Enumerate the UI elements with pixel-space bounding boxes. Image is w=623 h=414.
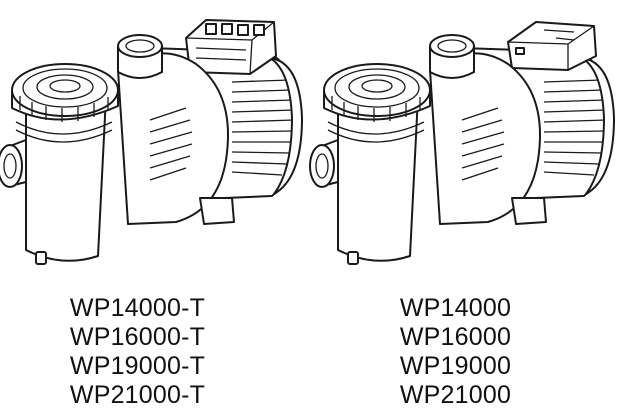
- motor-fins: [231, 79, 295, 176]
- drain-plug: [347, 251, 359, 265]
- model-label: WP14000: [399, 294, 512, 322]
- outlet-port: [429, 34, 475, 79]
- pump-with-timer-icon: [0, 19, 303, 265]
- inlet-port: [0, 139, 27, 188]
- motor-fins: [543, 79, 607, 176]
- model-list: WP14000 WP16000 WP19000 WP21000: [300, 294, 611, 410]
- drain-plug: [35, 251, 47, 265]
- model-list: WP14000-T WP16000-T WP19000-T WP21000-T: [0, 294, 293, 410]
- model-label: WP21000-T: [69, 381, 206, 409]
- strainer-lid: [323, 63, 431, 122]
- terminal-cover: [507, 21, 597, 71]
- outlet-port: [117, 34, 163, 79]
- pump-figure-standard: WP14000 WP16000 WP19000 WP21000: [309, 0, 623, 414]
- model-label: WP21000: [399, 381, 512, 409]
- model-label: WP14000-T: [69, 294, 206, 322]
- inlet-port: [309, 139, 339, 188]
- model-label: WP19000-T: [69, 352, 206, 380]
- grille-slots: [461, 107, 505, 181]
- grille-slots: [149, 107, 193, 181]
- pump-icon: [309, 21, 615, 265]
- strainer-lid: [11, 63, 119, 122]
- pump-figure-timer: WP14000-T WP16000-T WP19000-T WP21000-T: [0, 0, 311, 414]
- model-label: WP16000-T: [69, 323, 206, 351]
- model-label: WP16000: [399, 323, 512, 351]
- model-label: WP19000: [399, 352, 512, 380]
